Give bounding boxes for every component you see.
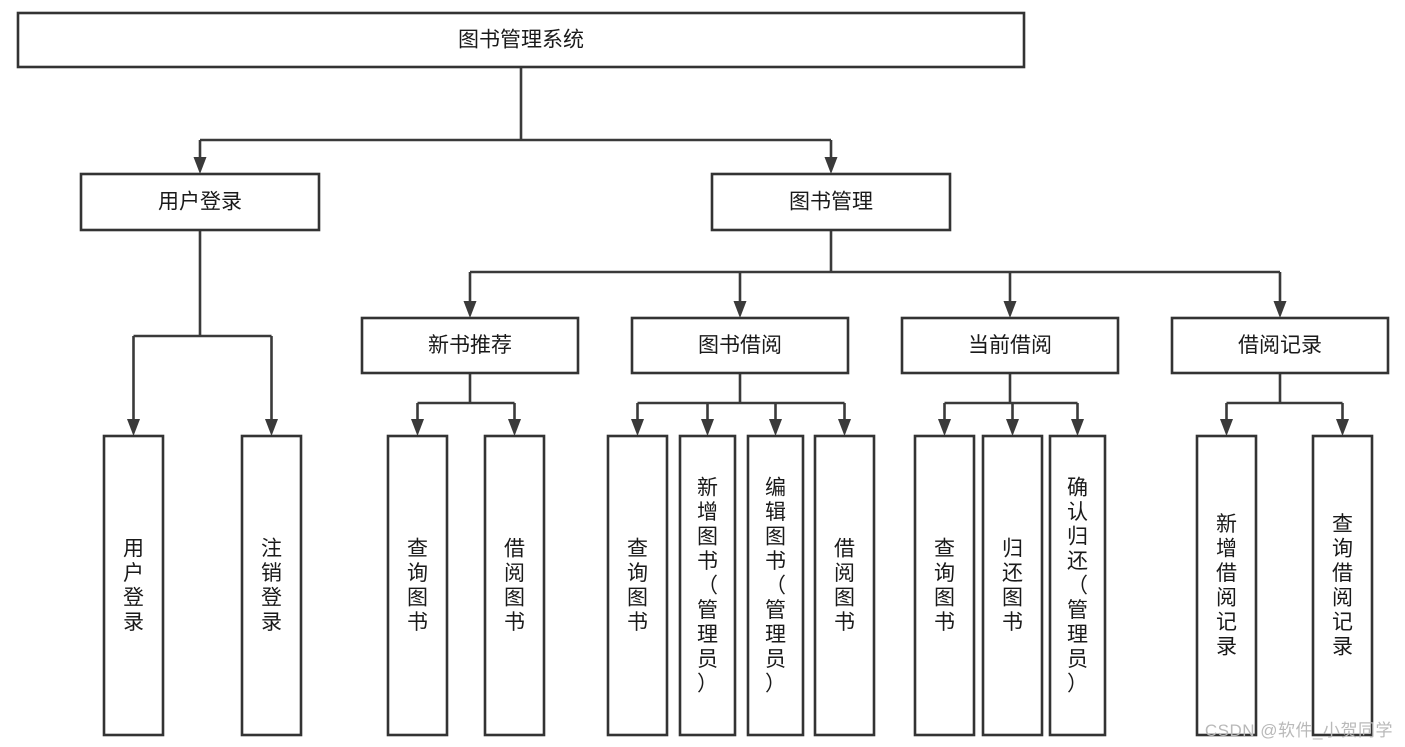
- arrow-head-leaf-add-book: [701, 419, 714, 436]
- node-leaf-edit-book[interactable]: 编辑图书（管理员）: [746, 434, 805, 737]
- node-label-leaf-query-book-2: 查询图书: [627, 538, 648, 635]
- arrow-head-new-book-rec: [463, 301, 477, 318]
- node-label-current-borrow: 当前借阅: [968, 334, 1052, 357]
- node-box-leaf-add-record: [1195, 434, 1258, 737]
- arrow-head-current-borrow: [1003, 301, 1017, 318]
- node-leaf-confirm-return[interactable]: 确认归还（管理员）: [1048, 434, 1107, 737]
- node-label-leaf-user-login: 用户登录: [123, 538, 144, 635]
- node-label-leaf-add-record: 新增借阅记录: [1216, 513, 1237, 659]
- node-label-borrow-record: 借阅记录: [1238, 334, 1322, 357]
- node-root[interactable]: 图书管理系统: [16, 11, 1026, 69]
- node-label-leaf-query-book-3: 查询图书: [934, 538, 955, 635]
- node-leaf-query-book-3[interactable]: 查询图书: [913, 434, 976, 737]
- arrow-head-leaf-borrow-book-2: [838, 419, 851, 436]
- arrow-head-book-borrow: [733, 301, 747, 318]
- arrow-head-leaf-query-book-1: [411, 419, 424, 436]
- node-box-leaf-return-book: [981, 434, 1044, 737]
- node-leaf-add-book[interactable]: 新增图书（管理员）: [678, 434, 737, 737]
- node-user-login[interactable]: 用户登录: [79, 172, 321, 232]
- arrow-head-book-manage: [824, 157, 838, 174]
- node-leaf-user-login[interactable]: 用户登录: [102, 434, 165, 737]
- arrow-head-leaf-user-login: [127, 419, 140, 436]
- node-book-manage[interactable]: 图书管理: [710, 172, 952, 232]
- arrow-head-leaf-confirm-return: [1071, 419, 1084, 436]
- node-box-leaf-query-book-3: [913, 434, 976, 737]
- node-box-book-manage: [710, 172, 952, 232]
- node-label-leaf-confirm-return: 确认归还（管理员）: [1067, 476, 1088, 695]
- arrow-head-leaf-edit-book: [769, 419, 782, 436]
- node-label-leaf-query-book-1: 查询图书: [407, 538, 428, 635]
- node-new-book-rec[interactable]: 新书推荐: [360, 316, 580, 375]
- arrow-head-leaf-borrow-book-1: [508, 419, 521, 436]
- node-layer: 图书管理系统用户登录图书管理新书推荐图书借阅当前借阅借阅记录用户登录注销登录查询…: [16, 11, 1390, 737]
- connector-layer: [127, 67, 1349, 436]
- node-label-leaf-edit-book: 编辑图书（管理员）: [765, 476, 786, 695]
- arrow-head-leaf-query-book-3: [938, 419, 951, 436]
- node-box-leaf-borrow-book-1: [483, 434, 546, 737]
- node-leaf-add-record[interactable]: 新增借阅记录: [1195, 434, 1258, 737]
- node-leaf-query-book-2[interactable]: 查询图书: [606, 434, 669, 737]
- arrow-head-leaf-add-record: [1220, 419, 1233, 436]
- node-leaf-user-logout[interactable]: 注销登录: [240, 434, 303, 737]
- arrow-head-user-login: [193, 157, 207, 174]
- node-box-leaf-query-record: [1311, 434, 1374, 737]
- node-label-leaf-query-record: 查询借阅记录: [1332, 513, 1353, 659]
- node-label-root: 图书管理系统: [458, 29, 584, 52]
- node-box-leaf-borrow-book-2: [813, 434, 876, 737]
- node-leaf-query-record[interactable]: 查询借阅记录: [1311, 434, 1374, 737]
- node-label-new-book-rec: 新书推荐: [428, 334, 512, 357]
- arrow-head-leaf-query-book-2: [631, 419, 644, 436]
- arrow-head-leaf-query-record: [1336, 419, 1349, 436]
- node-label-leaf-borrow-book-1: 借阅图书: [504, 538, 525, 635]
- node-box-root: [16, 11, 1026, 69]
- node-box-new-book-rec: [360, 316, 580, 375]
- node-box-leaf-query-book-2: [606, 434, 669, 737]
- node-label-leaf-borrow-book-2: 借阅图书: [834, 538, 855, 635]
- node-leaf-borrow-book-2[interactable]: 借阅图书: [813, 434, 876, 737]
- node-leaf-return-book[interactable]: 归还图书: [981, 434, 1044, 737]
- node-box-user-login: [79, 172, 321, 232]
- node-leaf-query-book-1[interactable]: 查询图书: [386, 434, 449, 737]
- node-box-leaf-edit-book: [746, 434, 805, 737]
- node-box-borrow-record: [1170, 316, 1390, 375]
- node-label-book-borrow: 图书借阅: [698, 334, 782, 357]
- node-box-book-borrow: [630, 316, 850, 375]
- node-label-user-login: 用户登录: [158, 191, 242, 214]
- node-current-borrow[interactable]: 当前借阅: [900, 316, 1120, 375]
- node-label-book-manage: 图书管理: [789, 191, 873, 214]
- node-leaf-borrow-book-1[interactable]: 借阅图书: [483, 434, 546, 737]
- node-label-leaf-add-book: 新增图书（管理员）: [697, 476, 718, 695]
- node-book-borrow[interactable]: 图书借阅: [630, 316, 850, 375]
- node-borrow-record[interactable]: 借阅记录: [1170, 316, 1390, 375]
- node-box-leaf-user-login: [102, 434, 165, 737]
- arrow-head-borrow-record: [1273, 301, 1287, 318]
- node-box-leaf-query-book-1: [386, 434, 449, 737]
- node-box-leaf-user-logout: [240, 434, 303, 737]
- node-box-leaf-confirm-return: [1048, 434, 1107, 737]
- arrow-head-leaf-return-book: [1006, 419, 1019, 436]
- node-box-leaf-add-book: [678, 434, 737, 737]
- node-label-leaf-return-book: 归还图书: [1002, 538, 1023, 635]
- arrow-head-leaf-user-logout: [265, 419, 278, 436]
- node-box-current-borrow: [900, 316, 1120, 375]
- node-label-leaf-user-logout: 注销登录: [261, 538, 282, 635]
